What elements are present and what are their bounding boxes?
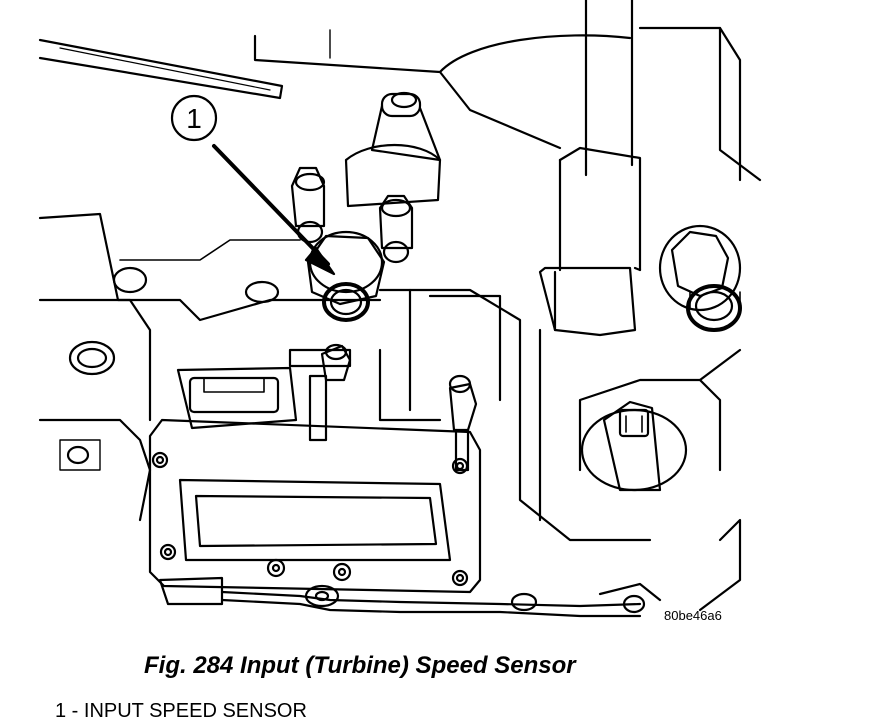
upper-housing — [253, 26, 762, 182]
vertical-pipe — [538, 0, 642, 337]
transmission-illustration: 1 — [38, 0, 762, 623]
callout-number: 1 — [186, 103, 202, 134]
image-code: 80be46a6 — [664, 608, 722, 623]
upper-left-tube — [38, 38, 284, 100]
figure-caption: Fig. 284 Input (Turbine) Speed Sensor — [144, 652, 576, 679]
solenoid-body — [148, 418, 482, 594]
legend-item: 1 - INPUT SPEED SENSOR — [55, 700, 307, 722]
callout-1 — [170, 94, 336, 276]
solenoid-connector — [176, 343, 478, 472]
retaining-strap — [158, 576, 662, 618]
left-casting — [38, 212, 382, 522]
sensor-fittings — [290, 91, 442, 322]
center-body — [288, 288, 652, 542]
right-bolt — [658, 224, 742, 332]
right-casting — [578, 348, 742, 612]
